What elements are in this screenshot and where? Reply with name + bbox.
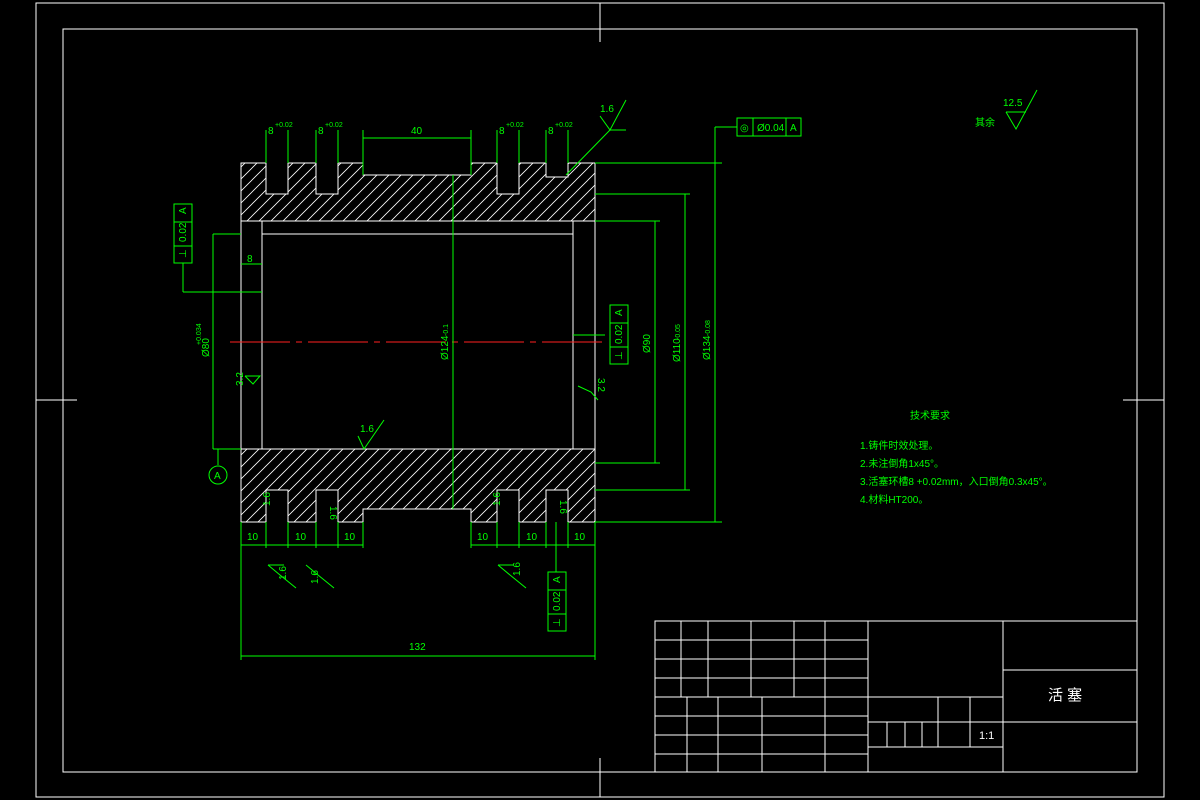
gdt-bottom-value: 0.02 [552, 591, 563, 611]
dim-top-groove-2: 8 [318, 126, 324, 137]
drawing-scale: 1:1 [979, 730, 994, 742]
dim-bottom-width-5: 10 [526, 532, 538, 543]
gdt-left-datum: A [178, 207, 189, 214]
dim-center-width: 40 [411, 126, 423, 137]
roughness-groove-1: 1.6 [262, 492, 273, 506]
tech-req-item-2: 2.未注倒角1x45°。 [860, 457, 944, 470]
gdt-coax-value: Ø0.04 [757, 123, 785, 134]
gdt-coax-symbol: ◎ [740, 123, 749, 134]
gdt-coax-datum: A [790, 123, 797, 134]
dim-top-groove-4: 8 [548, 126, 554, 137]
drawing-texts: 8 +0.02 8 +0.02 40 8 +0.02 8 +0.02 1.6 ◎… [178, 98, 1053, 653]
roughness-bore-bottom: 1.6 [360, 424, 374, 435]
gdt-bottom-symbol: ⊥ [552, 618, 563, 627]
dim-outer-dia-tol: -0.08 [705, 320, 712, 336]
dim-top-groove-1: 8 [268, 126, 274, 137]
dim-right-recess-dia: Ø90 [642, 334, 653, 353]
roughness-bottom-3: 1.6 [512, 562, 523, 576]
roughness-groove-4: 1.6 [557, 500, 568, 514]
roughness-groove-3: 1.6 [492, 492, 503, 506]
dim-outer-dia: Ø134 [702, 335, 713, 360]
roughness-groove-2: 1.6 [327, 506, 338, 520]
title-block: 活 塞 1:1 [654, 620, 1138, 773]
datum-label: A [214, 471, 221, 482]
gdt-frames [173, 117, 802, 632]
dim-top-groove-tol-4: +0.02 [555, 122, 573, 129]
tech-req-item-1: 1.铸件时效处理。 [860, 439, 938, 452]
dim-bottom-width-4: 10 [477, 532, 489, 543]
dim-groove-dia-tol: -0.05 [675, 324, 682, 340]
roughness-left: 3.2 [235, 372, 246, 386]
sheet-frame [35, 2, 1165, 798]
dim-left-recess: 8 [247, 254, 253, 265]
dim-groove-dia: Ø110 [672, 338, 683, 362]
dim-top-groove-tol-2: +0.02 [325, 122, 343, 129]
roughness-other-label: 其余 [975, 116, 995, 129]
dim-top-groove-tol-1: +0.02 [275, 122, 293, 129]
tech-req-item-4: 4.材料HT200。 [860, 493, 928, 506]
gdt-right-value: 0.02 [614, 324, 625, 344]
dimension-lines [182, 89, 1038, 660]
dim-bottom-width-6: 10 [574, 532, 586, 543]
piston-section [230, 162, 605, 523]
dim-bore-left: Ø80 [201, 338, 212, 357]
gdt-right-symbol: ⊥ [614, 351, 625, 360]
roughness-bottom-1: 1.6 [278, 566, 289, 580]
roughness-top: 1.6 [600, 104, 614, 115]
dim-bore-left-tol: +0.034 [196, 323, 203, 345]
tech-req-item-3: 3.活塞环槽8 +0.02mm，入口倒角0.3x45°。 [860, 475, 1053, 488]
dim-bottom-width-3: 10 [344, 532, 356, 543]
dim-top-groove-tol-3: +0.02 [506, 122, 524, 129]
dim-top-groove-3: 8 [499, 126, 505, 137]
gdt-right-datum: A [614, 309, 625, 316]
dim-overall-length: 132 [409, 642, 426, 653]
dim-bottom-width-2: 10 [295, 532, 307, 543]
gdt-left-value: 0.02 [178, 222, 189, 242]
tech-req-heading: 技术要求 [910, 409, 950, 422]
roughness-right: 3.2 [595, 378, 606, 392]
gdt-bottom-datum: A [552, 576, 563, 583]
roughness-other-value: 12.5 [1003, 98, 1023, 109]
roughness-bottom-2: 1.6 [310, 570, 321, 584]
gdt-left-symbol: ⊥ [178, 249, 189, 258]
part-title: 活 塞 [1048, 686, 1082, 704]
dim-inner-dia: Ø124 [440, 335, 451, 360]
dim-inner-dia-tol: -0.1 [443, 324, 450, 336]
dim-bottom-width-1: 10 [247, 532, 259, 543]
